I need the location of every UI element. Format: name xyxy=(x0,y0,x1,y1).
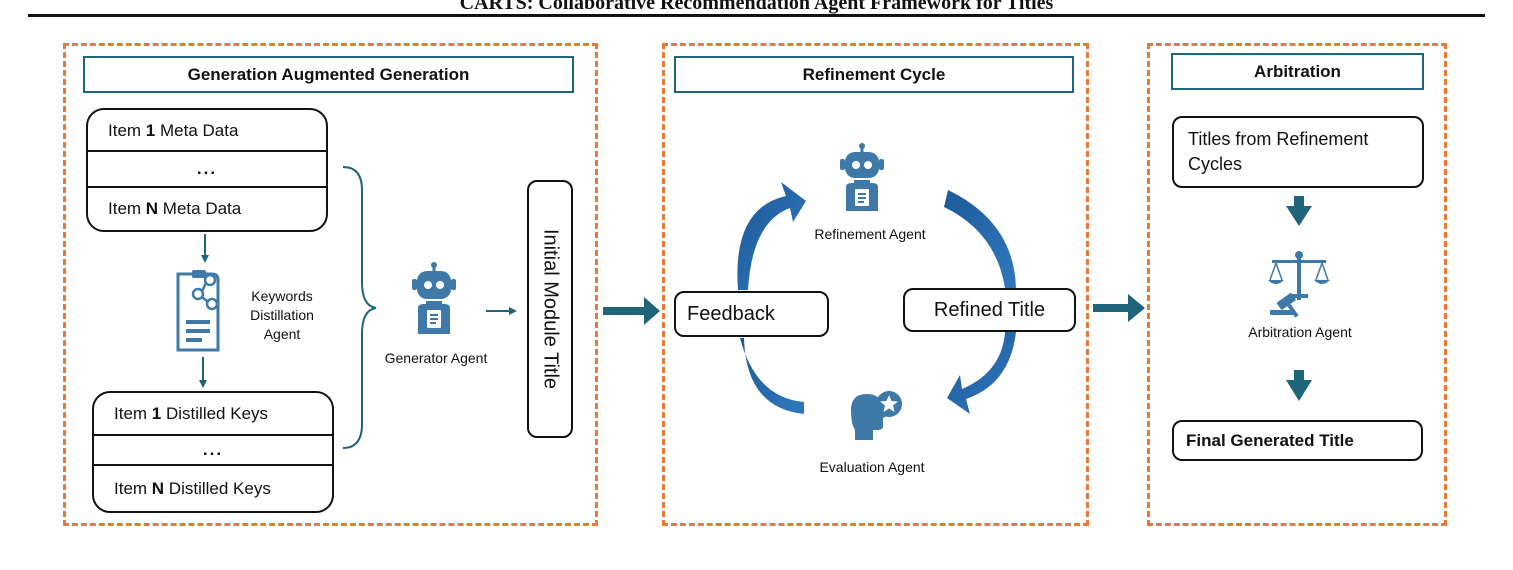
final-title-box: Final Generated Title xyxy=(1172,420,1423,461)
arbitration-title: Arbitration xyxy=(1171,53,1424,90)
metadata-divider xyxy=(88,186,326,188)
robot-icon xyxy=(412,262,456,334)
distilled-item-first: Item 1 Distilled Keys xyxy=(114,404,269,423)
arrow-arbitration-to-final xyxy=(1286,370,1312,401)
panel-generation xyxy=(63,43,598,526)
distilled-keys-stack: Item 1 Distilled Keys ... Item N Distill… xyxy=(92,391,334,513)
cycle-arrow-evaluation-to-feedback xyxy=(740,338,804,414)
distilled-divider xyxy=(94,464,332,466)
curly-brace xyxy=(342,166,377,449)
refined-title-box: Refined Title xyxy=(903,288,1076,332)
initial-module-title-box: Initial Module Title xyxy=(527,180,573,438)
head-star-icon xyxy=(851,391,902,440)
panel-arbitration xyxy=(1147,43,1447,526)
metadata-stack: Item 1 Meta Data ... Item N Meta Data xyxy=(86,108,328,232)
metadata-item-first: Item 1 Meta Data xyxy=(108,121,239,140)
refinement-title: Refinement Cycle xyxy=(674,56,1074,93)
evaluation-agent-label: Evaluation Agent xyxy=(819,459,925,475)
final-title-label: Final Generated Title xyxy=(1186,430,1354,450)
distilled-ellipsis: ... xyxy=(202,440,224,459)
titles-from-refinement-box: Titles from Refinement Cycles xyxy=(1172,116,1424,188)
generator-agent-label: Generator Agent xyxy=(384,350,488,366)
metadata-ellipsis: ... xyxy=(196,159,218,178)
document-share-icon xyxy=(176,270,220,352)
page-header: CARTS: Collaborative Recommendation Agen… xyxy=(0,0,1513,33)
arbitration-agent-label: Arbitration Agent xyxy=(1248,324,1352,340)
panel-refinement xyxy=(662,43,1089,526)
robot-icon xyxy=(840,143,884,211)
scales-gavel-icon xyxy=(1268,251,1330,318)
cycle-arrow-refined-to-evaluation xyxy=(947,332,1016,414)
distilled-divider xyxy=(94,434,332,436)
metadata-divider xyxy=(88,150,326,152)
titles-from-refinement-label: Titles from Refinement Cycles xyxy=(1188,129,1369,174)
page-title: CARTS: Collaborative Recommendation Agen… xyxy=(459,0,1054,14)
arrow-titles-to-arbitration xyxy=(1286,196,1312,226)
feedback-box: Feedback xyxy=(674,291,829,337)
keywords-agent-label: Keywords Distillation Agent xyxy=(250,288,314,342)
feedback-label: Feedback xyxy=(687,302,775,325)
distilled-item-last: Item N Distilled Keys xyxy=(114,478,271,498)
refined-title-label: Refined Title xyxy=(933,298,1046,321)
cycle-arrow-feedback-to-refinement xyxy=(737,182,806,290)
refinement-agent-label: Refinement Agent xyxy=(814,226,926,242)
cycle-arrow-refinement-to-refined xyxy=(944,190,1016,288)
generation-title: Generation Augmented Generation xyxy=(83,56,574,93)
metadata-item-last: Item N Meta Data xyxy=(108,199,242,218)
arrow-generation-to-refinement xyxy=(603,297,660,325)
arrow-refinement-to-arbitration xyxy=(1093,294,1145,322)
header-rule xyxy=(28,14,1485,17)
